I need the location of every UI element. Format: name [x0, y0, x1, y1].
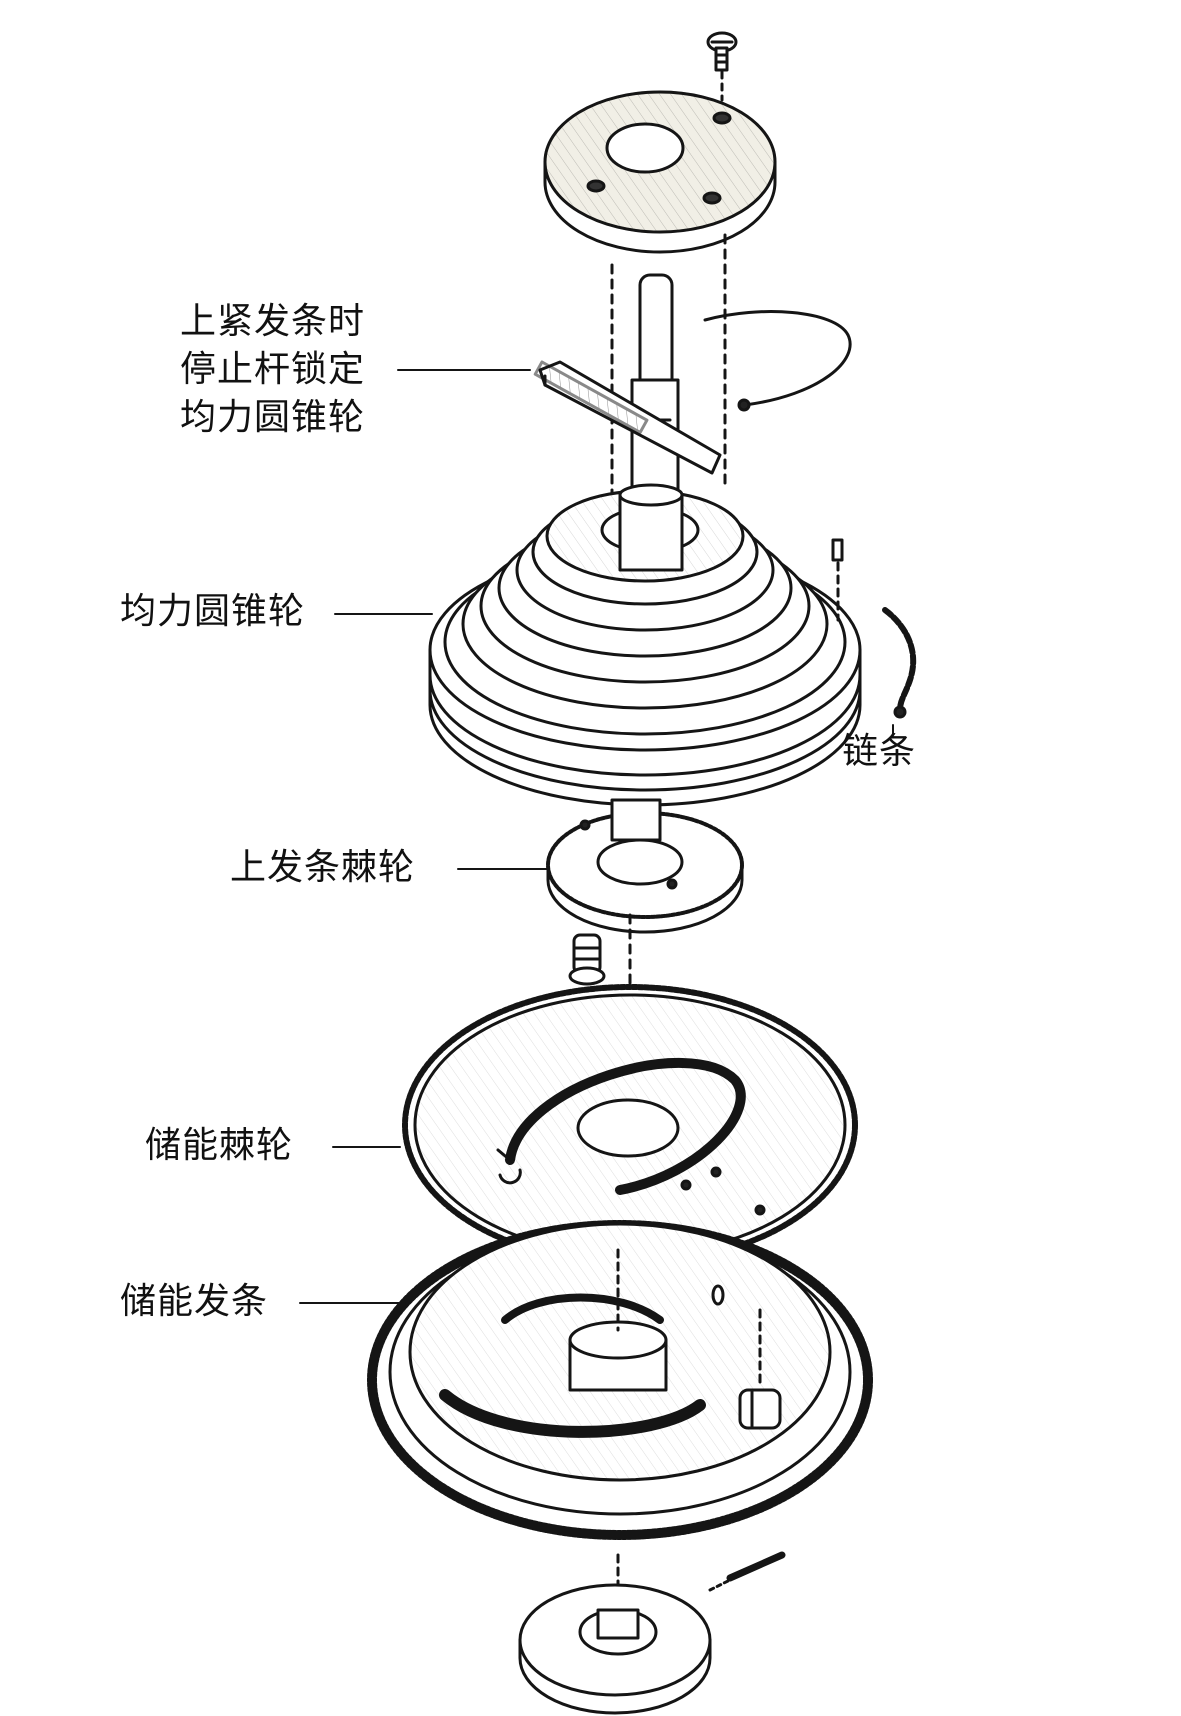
label-maintaining-spring: 储能发条	[120, 1281, 269, 1322]
stop-lever-icon	[533, 360, 722, 475]
label-winding-ratchet: 上发条棘轮	[230, 847, 416, 888]
maintaining-ratchet-icon	[402, 913, 858, 1266]
label-stop-lever-line-2: 停止杆锁定	[180, 349, 366, 390]
winding-ratchet-icon	[546, 798, 744, 934]
label-chain: 链条	[842, 731, 917, 772]
label-stop-lever-line-1: 上紧发条时	[180, 301, 366, 342]
chain-icon	[882, 607, 917, 719]
click-spring-icon	[703, 310, 852, 412]
ratchet-screw-icon	[568, 933, 606, 986]
top-screw-icon	[706, 31, 738, 102]
label-stop-lever-line-3: 均力圆锥轮	[180, 397, 366, 438]
maintaining-spring-icon	[367, 1220, 873, 1540]
label-maintaining-ratchet: 储能棘轮	[145, 1125, 294, 1166]
top-cover-plate-icon	[543, 90, 777, 254]
fusee-cone-icon	[428, 483, 862, 807]
taper-pin-icon	[708, 1551, 786, 1592]
label-fusee: 均力圆锥轮	[120, 591, 306, 632]
bottom-collet-icon	[518, 1553, 712, 1715]
